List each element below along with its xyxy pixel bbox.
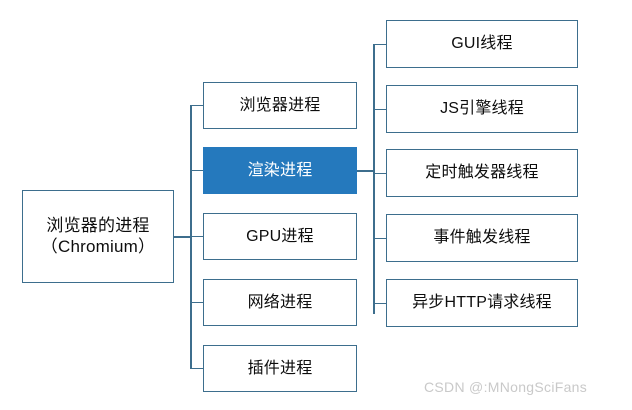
connector-trunk-to-process-4 [190,302,203,303]
connector-trunk-to-process-1 [190,105,203,106]
watermark: CSDN @:MNongSciFans [424,379,588,395]
node-process-renderer-label: 渲染进程 [247,161,313,179]
node-thread-gui[interactable]: GUI线程 [386,20,578,68]
node-process-renderer[interactable]: 渲染进程 [203,147,357,194]
node-thread-timer-label: 定时触发器线程 [425,164,539,182]
node-thread-js-engine[interactable]: JS引擎线程 [386,85,578,133]
node-thread-gui-label: GUI线程 [451,35,513,53]
connector-render-to-thread-trunk [357,170,374,172]
node-process-gpu[interactable]: GPU进程 [203,213,357,260]
node-thread-event-label: 事件触发线程 [433,229,531,247]
node-root[interactable]: 浏览器的进程 （Chromium） [22,190,174,283]
connector-trunk-to-thread-2 [373,109,386,110]
connector-thread-trunk [373,44,375,314]
connector-trunk-to-thread-1 [373,44,386,45]
node-thread-async-http[interactable]: 异步HTTP请求线程 [386,279,578,327]
node-thread-event[interactable]: 事件触发线程 [386,214,578,262]
connector-trunk-to-thread-3 [373,173,386,174]
connector-trunk-to-process-3 [190,236,203,237]
node-process-network-label: 网络进程 [247,293,313,311]
node-process-gpu-label: GPU进程 [246,227,314,245]
node-process-browser[interactable]: 浏览器进程 [203,82,357,129]
node-thread-async-http-label: 异步HTTP请求线程 [412,294,552,312]
node-root-label: 浏览器的进程 （Chromium） [40,215,156,256]
connector-trunk-to-thread-4 [373,238,386,239]
node-process-network[interactable]: 网络进程 [203,279,357,326]
node-process-plugin[interactable]: 插件进程 [203,345,357,392]
node-process-browser-label: 浏览器进程 [239,96,321,114]
node-process-plugin-label: 插件进程 [247,359,313,377]
node-thread-js-engine-label: JS引擎线程 [440,100,524,118]
connector-trunk-to-process-5 [190,368,203,369]
node-thread-timer[interactable]: 定时触发器线程 [386,149,578,197]
connector-trunk-to-process-2 [190,170,203,171]
connector-root-to-trunk [173,236,191,238]
connector-trunk-to-thread-5 [373,303,386,304]
